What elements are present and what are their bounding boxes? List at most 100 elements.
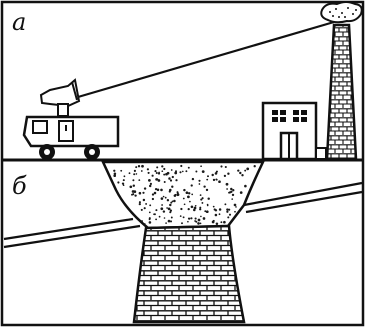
panel-b: б (4, 162, 362, 322)
stipple-dot (163, 196, 165, 198)
stipple-dot (145, 203, 147, 205)
stipple-dot (183, 189, 185, 191)
stipple-dot (225, 166, 227, 168)
stipple-dot (163, 210, 165, 212)
stipple-dot (150, 183, 152, 185)
stipple-dot (152, 198, 154, 200)
stipple-dot (219, 213, 221, 215)
stipple-dot (139, 192, 142, 195)
stipple-dot (171, 186, 173, 188)
stipple-dot (229, 214, 231, 216)
stipple-dot (136, 173, 138, 175)
stipple-dot (149, 218, 151, 220)
stipple-dot (197, 222, 200, 225)
stipple-dot (154, 213, 156, 215)
chimney-stack (327, 25, 356, 159)
stipple-dot (187, 221, 189, 223)
stipple-dot (144, 187, 146, 189)
stipple-dot (155, 188, 157, 190)
stipple-dot (234, 204, 237, 207)
stipple-dot (185, 170, 187, 172)
stipple-dot (161, 170, 163, 172)
stipple-dot (168, 178, 170, 180)
stipple-dot (154, 170, 156, 172)
stipple-dot (170, 179, 172, 181)
stipple-dot (120, 170, 122, 172)
stipple-dot (239, 172, 241, 174)
stipple-dot (174, 194, 177, 197)
panel-label-b: б (12, 172, 27, 200)
stipple-dot (149, 185, 151, 187)
stipple-dot (191, 184, 193, 186)
stipple-dot (160, 207, 163, 210)
stipple-dot (177, 192, 179, 194)
stipple-dot (187, 196, 190, 199)
stipple-dot (173, 200, 176, 203)
stipple-dot (129, 172, 131, 174)
stipple-dot (244, 170, 246, 172)
stipple-dot (132, 190, 135, 193)
stipple-dot (165, 197, 167, 199)
stipple-dot (201, 202, 203, 204)
stipple-dot (144, 207, 146, 209)
stipple-dot (202, 170, 205, 173)
stipple-dot (141, 209, 143, 211)
stipple-dot (227, 173, 229, 175)
stipple-dot (188, 208, 190, 210)
stipple-dot (148, 179, 151, 182)
stipple-dot (191, 206, 194, 209)
stipple-dot (226, 183, 229, 186)
stipple-dot (148, 172, 150, 174)
stipple-dot (141, 165, 144, 168)
stipple-dot (156, 166, 158, 168)
stipple-dot (207, 175, 209, 177)
stipple-dot (200, 194, 202, 196)
stipple-dot (179, 171, 181, 173)
stipple-dot (232, 189, 234, 191)
stipple-dot (241, 174, 243, 176)
chimney-base-step (316, 148, 326, 159)
stipple-dot (186, 191, 189, 194)
stipple-dot (246, 168, 249, 171)
stipple-dot (207, 197, 209, 199)
stipple-dot (152, 175, 154, 177)
stipple-dot (211, 174, 213, 176)
stipple-dot (188, 192, 190, 194)
stipple-dot (228, 192, 230, 194)
stipple-dot (203, 217, 206, 220)
vehicle-icon (24, 80, 118, 160)
stipple-dot (158, 179, 161, 182)
stipple-dot (138, 179, 140, 181)
stipple-dot (199, 183, 201, 185)
stipple-dot (139, 201, 141, 203)
stipple-dot (138, 165, 140, 167)
stipple-dot (147, 168, 149, 170)
stipple-dot (169, 189, 172, 192)
stipple-dot (123, 179, 125, 181)
stipple-dot (161, 197, 164, 200)
stipple-dot (169, 204, 171, 206)
stipple-dot (168, 220, 171, 223)
stipple-dot (213, 179, 215, 181)
stipple-dot (223, 221, 226, 224)
stipple-dot (183, 198, 185, 200)
stipple-dot (240, 191, 243, 194)
stipple-dot (123, 184, 125, 186)
stipple-dot (167, 199, 169, 201)
stipple-dot (163, 174, 165, 176)
stipple-dot (244, 185, 247, 188)
stipple-dot (132, 193, 134, 195)
stipple-dot (206, 179, 208, 181)
stipple-dot (188, 167, 190, 169)
stipple-dot (149, 204, 151, 206)
stipple-dot (230, 191, 232, 193)
stipple-dot (160, 189, 163, 192)
emitter-mount (58, 104, 68, 116)
stipple-dot (215, 179, 217, 181)
stipple-dot (132, 179, 134, 181)
stipple-dot (114, 173, 117, 176)
panel-label-a: а (12, 8, 26, 36)
stipple-dot (175, 170, 177, 172)
stipple-dot (226, 188, 228, 190)
